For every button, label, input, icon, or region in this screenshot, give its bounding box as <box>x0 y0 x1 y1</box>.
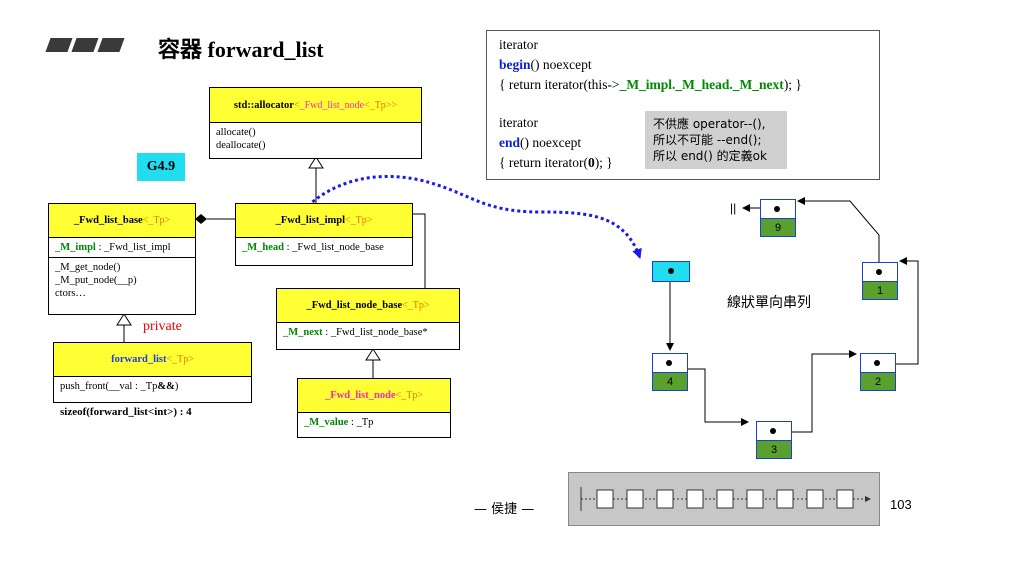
version-badge: G4.9 <box>137 153 185 181</box>
fwd-list-node-name: _Fwd_list_node <box>325 390 396 401</box>
note-box: 不供應 operator--(), 所以不可能 --end(); 所以 end(… <box>645 111 787 169</box>
fwd-list-node-base-header: _Fwd_list_node_base<_Tp> <box>277 289 459 323</box>
allocator-tparam-rest: <_Tp>> <box>364 99 398 111</box>
allocate-method: allocate() <box>216 127 256 138</box>
list-node: 9 <box>760 199 796 237</box>
list-label: 線狀單向串列 <box>727 295 811 311</box>
code-line-6: { return iterator(0); } <box>499 155 613 171</box>
fwd-list-impl-header: _Fwd_list_impl<_Tp> <box>236 204 412 238</box>
m-impl-member: _M_impl <box>55 242 96 253</box>
allocator-tparam-node: _Fwd_list_node <box>299 99 365 111</box>
note-line-3: 所以 end() 的定義ok <box>653 149 767 163</box>
list-node: 4 <box>652 353 688 391</box>
begin-return-expr: _M_impl._M_head._M_next <box>619 77 784 92</box>
code-line-5: end() noexcept <box>499 135 581 151</box>
code-line-1: iterator <box>499 37 538 52</box>
code-line-2: begin() noexcept <box>499 57 592 73</box>
code-line-4: iterator <box>499 115 538 130</box>
fwd-list-node-base-name: _Fwd_list_node_base <box>306 300 403 311</box>
fwd-list-node-base-class-box: _Fwd_list_node_base<_Tp> _M_next : _Fwd_… <box>276 288 460 350</box>
end-return-pre: { return iterator( <box>499 155 588 170</box>
end-return-zero: 0 <box>587 155 595 170</box>
deallocate-method: deallocate() <box>216 140 266 151</box>
m-head-type: : _Fwd_list_node_base <box>284 242 384 253</box>
filmstrip-icons <box>580 487 871 511</box>
fwd-list-node-class-box: _Fwd_list_node<_Tp> _M_value : _Tp <box>297 378 451 438</box>
fwd-list-node-base-tparam: <_Tp> <box>402 300 430 311</box>
fwd-list-base-header: _Fwd_list_base<_Tp> <box>49 204 195 238</box>
node-value: 4 <box>653 373 687 390</box>
push-front-rvalue: && <box>157 381 175 392</box>
fwd-list-base-methods: _M_get_node() _M_put_node(__p) ctors… <box>49 258 195 303</box>
fwd-list-impl-name: _Fwd_list_impl <box>275 215 346 226</box>
code-line-3: { return iterator(this->_M_impl._M_head.… <box>499 77 802 93</box>
m-value-type: : _Tp <box>348 417 374 428</box>
get-node-method: _M_get_node() <box>55 262 121 273</box>
push-front-method: push_front(__val : _Tp <box>60 381 158 392</box>
list-node: 1 <box>862 262 898 300</box>
fwd-list-node-tparam: <_Tp> <box>395 390 423 401</box>
node-value: 2 <box>861 373 895 390</box>
node-pointer <box>653 354 687 373</box>
m-next-type: : _Fwd_list_node_base* <box>322 327 428 338</box>
begin-rest: () noexcept <box>530 57 592 72</box>
fwd-list-base-name: _Fwd_list_base <box>73 215 143 226</box>
fwd-list-impl-members: _M_head : _Fwd_list_node_base <box>236 238 412 257</box>
node-pointer <box>861 354 895 373</box>
forward-list-name: forward_list <box>111 354 167 365</box>
m-impl-type: : _Fwd_list_impl <box>95 242 171 253</box>
allocator-name: std::allocator <box>233 99 294 111</box>
begin-keyword: begin <box>499 57 531 72</box>
page-title: 容器 forward_list <box>158 37 324 62</box>
forward-list-methods: push_front(__val : _Tp&&) <box>54 377 251 396</box>
node-pointer <box>761 200 795 219</box>
allocator-header: std::allocator<_Fwd_list_node<_Tp>> <box>210 88 421 123</box>
page-number: 103 <box>890 497 912 512</box>
note-line-2: 所以不可能 --end(); <box>653 133 762 147</box>
forward-list-tparam: <_Tp> <box>166 354 194 365</box>
end-rest: () noexcept <box>520 135 582 150</box>
allocator-tparam-open: < <box>293 99 300 111</box>
node-pointer <box>863 263 897 282</box>
fwd-list-node-base-members: _M_next : _Fwd_list_node_base* <box>277 323 459 342</box>
node-pointer <box>757 422 791 441</box>
note-line-1: 不供應 operator--(), <box>653 117 766 131</box>
allocator-class-box: std::allocator<_Fwd_list_node<_Tp>> allo… <box>209 87 422 159</box>
sizeof-text: sizeof(forward_list<int>) : 4 <box>60 406 192 418</box>
list-node: 2 <box>860 353 896 391</box>
fwd-list-impl-tparam: <_Tp> <box>345 215 373 226</box>
m-head-member: _M_head <box>242 242 284 253</box>
fwd-list-base-class-box: _Fwd_list_base<_Tp> _M_impl : _Fwd_list_… <box>48 203 196 315</box>
node-value: 9 <box>761 219 795 236</box>
filmstrip-navigation[interactable] <box>568 472 880 526</box>
m-value-member: _M_value <box>304 417 349 428</box>
forward-list-header: forward_list<_Tp> <box>54 343 251 377</box>
end-return-post: ); } <box>594 155 613 170</box>
begin-return-pre: { return iterator(this-> <box>499 77 620 92</box>
end-keyword: end <box>499 135 521 150</box>
fwd-list-impl-class-box: _Fwd_list_impl<_Tp> _M_head : _Fwd_list_… <box>235 203 413 266</box>
node-value: 1 <box>863 282 897 299</box>
null-symbol: || <box>730 201 737 215</box>
fwd-list-base-members: _M_impl : _Fwd_list_impl <box>49 238 195 258</box>
begin-return-post: ); } <box>783 77 802 92</box>
private-label: private <box>143 319 182 334</box>
list-head-node <box>652 261 690 282</box>
forward-list-class-box: forward_list<_Tp> push_front(__val : _Tp… <box>53 342 252 403</box>
ctors-method: ctors… <box>55 288 86 299</box>
allocator-methods: allocate() deallocate() <box>210 123 421 155</box>
node-value: 3 <box>757 441 791 458</box>
push-front-close: ) <box>174 381 179 392</box>
author-footer: — 侯捷 — <box>474 502 535 517</box>
fwd-list-node-members: _M_value : _Tp <box>298 413 450 432</box>
fwd-list-base-tparam: <_Tp> <box>142 215 171 226</box>
put-node-method: _M_put_node(__p) <box>55 275 137 286</box>
m-next-member: _M_next <box>283 327 323 338</box>
fwd-list-node-header: _Fwd_list_node<_Tp> <box>298 379 450 413</box>
list-node: 3 <box>756 421 792 459</box>
